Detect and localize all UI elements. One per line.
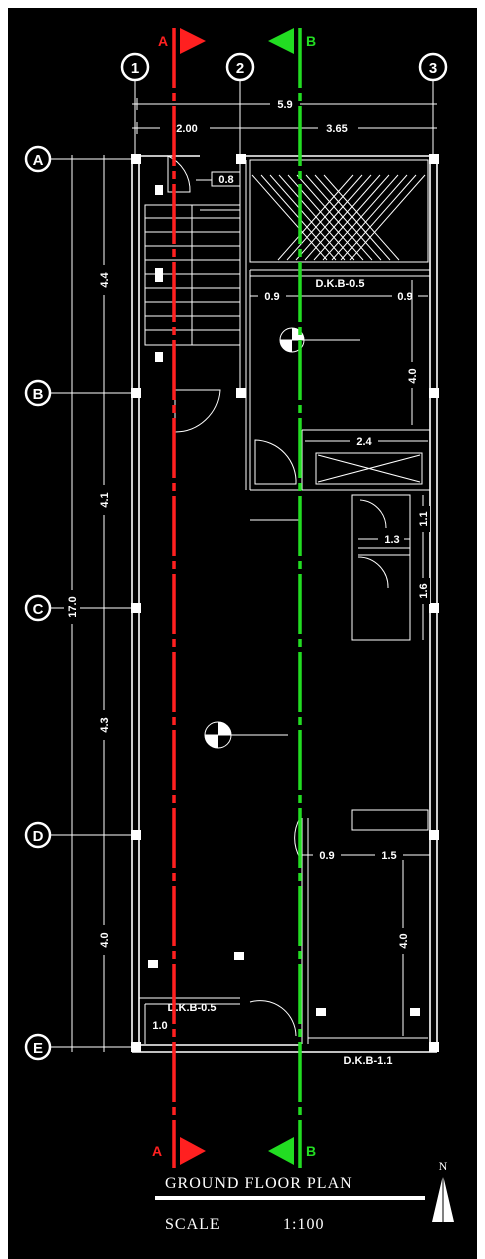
dim-room-right: 0.9 bbox=[397, 291, 412, 303]
svg-text:3: 3 bbox=[429, 60, 437, 77]
section-a-label-top: A bbox=[158, 33, 168, 49]
dim-wc-width: 1.3 bbox=[384, 534, 399, 546]
dim-dkb-3: D.K.B-1.1 bbox=[344, 1055, 393, 1067]
dim-wc-h1: 1.1 bbox=[418, 511, 430, 526]
dim-room-height: 4.0 bbox=[407, 368, 419, 383]
grid-row-c: C bbox=[24, 594, 133, 622]
title-block: GROUND FLOOR PLAN SCALE 1:100 bbox=[155, 1175, 425, 1233]
section-b-label-bottom: B bbox=[306, 1143, 316, 1159]
dim-hall-right: 1.5 bbox=[381, 850, 396, 862]
level-marker-upper bbox=[279, 327, 360, 353]
staircase bbox=[144, 204, 241, 346]
section-line-b: B B bbox=[268, 28, 316, 1168]
counter-cross bbox=[315, 452, 423, 485]
dim-bay-1-2: 2.00 bbox=[176, 123, 197, 135]
structural-columns bbox=[131, 154, 439, 1052]
dim-dkb-1: D.K.B-0.5 bbox=[316, 278, 365, 290]
scale-label: SCALE bbox=[165, 1216, 221, 1233]
left-dimension-chain: 17.0 4.4 4.1 4.3 4.0 bbox=[64, 155, 112, 1052]
section-line-a: A A bbox=[152, 28, 206, 1168]
svg-text:C: C bbox=[33, 601, 44, 618]
dim-door-0-8: 0.8 bbox=[218, 174, 233, 186]
svg-text:D: D bbox=[33, 828, 44, 845]
dim-bc: 4.1 bbox=[99, 492, 111, 507]
dim-cd: 4.3 bbox=[99, 717, 111, 732]
grid-column-3: 3 bbox=[418, 52, 448, 160]
section-b-label-top: B bbox=[306, 33, 316, 49]
interior-dimensions: 0.8 0.9 0.9 D.K.B-0.5 4.0 2.4 1.3 1.1 1.… bbox=[146, 171, 430, 1067]
svg-text:N: N bbox=[439, 1159, 448, 1173]
dim-total-length: 17.0 bbox=[67, 596, 79, 617]
svg-text:A: A bbox=[33, 152, 44, 169]
level-marker-lower bbox=[204, 721, 288, 749]
drawing-canvas bbox=[8, 8, 477, 1259]
svg-text:B: B bbox=[33, 386, 44, 403]
dim-kitchen: 2.4 bbox=[356, 436, 372, 448]
dim-entrance: 1.0 bbox=[152, 1020, 167, 1032]
svg-text:2: 2 bbox=[236, 60, 244, 77]
svg-text:1: 1 bbox=[131, 60, 139, 77]
dim-wc-h2: 1.6 bbox=[418, 583, 430, 598]
dim-room-left: 0.9 bbox=[264, 291, 279, 303]
grid-row-e: E bbox=[24, 1033, 133, 1061]
dim-bottom-room: 4.0 bbox=[398, 933, 410, 948]
grid-column-2: 2 bbox=[225, 52, 255, 160]
grid-column-1: 1 bbox=[120, 52, 150, 160]
dim-total-width: 5.9 bbox=[277, 99, 292, 111]
dim-dkb-2: D.K.B-0.5 bbox=[168, 1002, 217, 1014]
drawing-title: GROUND FLOOR PLAN bbox=[165, 1175, 353, 1192]
dim-ab: 4.4 bbox=[99, 271, 111, 287]
grid-row-a: A bbox=[24, 145, 133, 173]
dim-de: 4.0 bbox=[99, 932, 111, 947]
section-a-label-bottom: A bbox=[152, 1143, 162, 1159]
grid-row-d: D bbox=[24, 821, 133, 849]
scale-value: 1:100 bbox=[283, 1216, 324, 1233]
north-arrow-icon: N bbox=[432, 1159, 454, 1222]
dim-hall-left: 0.9 bbox=[319, 850, 334, 862]
svg-text:E: E bbox=[33, 1040, 43, 1057]
dim-bay-2-3: 3.65 bbox=[326, 123, 347, 135]
grid-row-b: B bbox=[24, 379, 133, 407]
